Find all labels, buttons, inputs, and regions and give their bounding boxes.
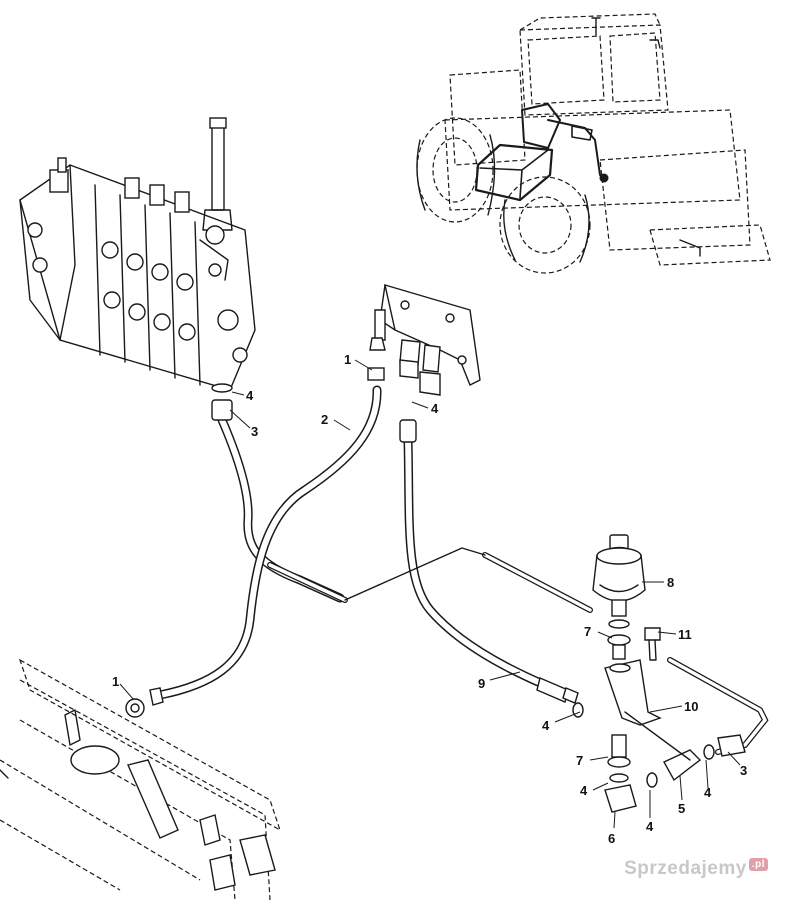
callout-2: 2: [321, 412, 328, 427]
callout-7: 7: [576, 753, 583, 768]
mounting-bracket: [369, 283, 481, 396]
control-valve-block: [19, 117, 256, 391]
watermark-text: Sprzedajemy: [624, 858, 747, 879]
callout-9: 9: [478, 676, 485, 691]
callout-labels: 1 2 3 4 4 1 8 7 11 9 10 4 7 3 4 5 4 6 4: [112, 352, 747, 846]
callout-4: 4: [542, 718, 550, 733]
watermark-badge: .pl: [748, 858, 768, 871]
callout-1: 1: [344, 352, 351, 367]
callout-3: 3: [740, 763, 747, 778]
bolt-11: [644, 627, 661, 661]
callout-6: 6: [608, 831, 615, 846]
callout-4: 4: [646, 819, 654, 834]
callout-8: 8: [667, 575, 674, 590]
watermark-logo: Sprzedajemy.pl: [624, 858, 768, 880]
callout-4: 4: [704, 785, 712, 800]
callout-4: 4: [431, 401, 439, 416]
pipe-run: [267, 547, 769, 755]
callout-1: 1: [112, 674, 119, 689]
callout-5: 5: [678, 801, 685, 816]
callout-10: 10: [684, 699, 698, 714]
tractor-illustration: [416, 13, 771, 274]
frame-assembly: [0, 658, 282, 900]
hose-9: [399, 419, 579, 704]
callout-4: 4: [246, 388, 254, 403]
callout-3: 3: [251, 424, 258, 439]
accumulator: [592, 534, 646, 660]
bracket-10: [604, 659, 662, 726]
callout-4: 4: [580, 783, 588, 798]
leader-lines: [119, 359, 741, 829]
hose-2: [149, 367, 385, 706]
callout-7: 7: [584, 624, 591, 639]
callout-11: 11: [678, 627, 692, 642]
lower-fittings: [572, 702, 746, 813]
